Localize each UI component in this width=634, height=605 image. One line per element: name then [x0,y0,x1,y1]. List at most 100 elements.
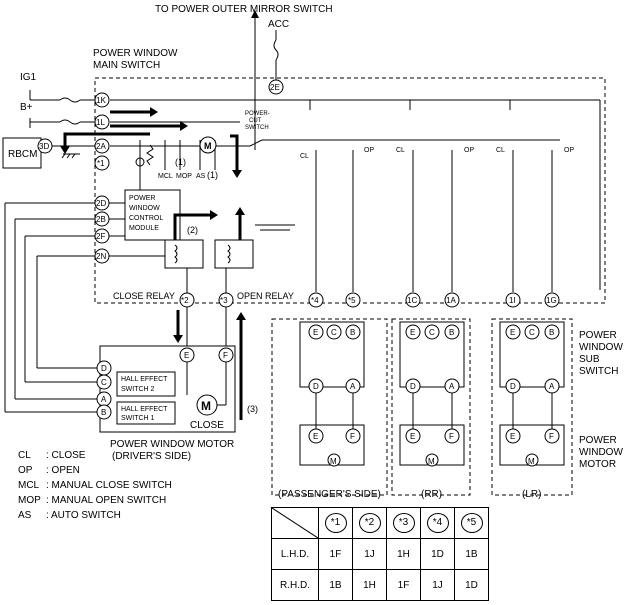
svg-text:OP: OP [464,147,474,154]
svg-text:CL: CL [18,450,31,461]
svg-text:E: E [313,432,318,441]
rr-box [391,318,471,496]
svg-text:CL: CL [496,147,505,154]
svg-text:(PASSENGER'S SIDE): (PASSENGER'S SIDE) [278,489,381,500]
svg-text:CL: CL [396,147,405,154]
rbcm-label: RBCM [8,149,37,160]
svg-text:OP: OP [18,465,33,476]
pin-cell: 1J [420,569,455,601]
pin-header: *3 [392,513,415,533]
svg-text:F: F [549,432,554,441]
resistor [146,144,154,166]
svg-text:B: B [449,328,454,337]
rbcm-box [2,137,42,169]
sub-switch-contacts: CL OP CL OP CL OP [300,147,574,160]
svg-text:B: B [101,408,106,417]
svg-text:2F: 2F [96,232,105,241]
svg-text:: AUTO SWITCH: : AUTO SWITCH [46,510,121,521]
svg-text:1A: 1A [446,296,456,305]
svg-text:*2: *2 [181,296,189,305]
svg-text:*1: *1 [97,159,105,168]
terminal-group-left: 2E 1K 1L 2A 3D *1 2D 2B 2F 2N [37,79,284,264]
svg-text:CLOSE: CLOSE [190,420,224,431]
svg-text:OP: OP [564,147,574,154]
bplus-label: B+ [20,102,33,113]
pin-table: *1 *2 *3 *4 *5 L.H.D. 1F 1J 1H 1D 1B R.H… [271,507,489,601]
main-switch-label-1: POWER WINDOW [93,48,178,59]
svg-text:2B: 2B [96,215,106,224]
svg-text:B: B [350,328,355,337]
lr-sub-switch: E C B D A E F M [499,321,565,467]
svg-text:SWITCH: SWITCH [245,125,269,131]
svg-text:POWER: POWER [579,435,617,446]
pin-header: *4 [426,513,449,533]
svg-text:C: C [529,328,535,337]
svg-text:A: A [350,382,356,391]
svg-text:OP: OP [364,147,374,154]
svg-text:2D: 2D [96,199,106,208]
svg-text:F: F [350,432,355,441]
svg-text:MCL: MCL [18,480,40,491]
svg-text:D: D [101,364,107,373]
rr-sub-switch: E C B D A E F M [399,321,465,467]
ig1-fuse [59,97,81,103]
pin-cell: 1B [318,569,353,601]
svg-text:E: E [510,432,515,441]
svg-text:2A: 2A [96,142,106,151]
svg-text:SUB: SUB [579,354,600,365]
open-relay-box [214,239,254,269]
svg-text:M: M [428,457,435,466]
svg-text:A: A [101,395,107,404]
svg-text:MOP: MOP [18,495,41,506]
mirror-arrow-icon [251,10,259,18]
abbreviation-legend: CL : CLOSE OP : OPEN MCL : MANUAL CLOSE SWI… [18,450,172,521]
svg-text:F: F [449,432,454,441]
row-label: L.H.D. [271,538,319,570]
svg-text:POWER-: POWER- [245,111,270,117]
svg-text:(LR): (LR) [522,489,541,500]
svg-text:2E: 2E [270,83,280,92]
control-module-box [124,189,181,241]
lr-box [491,318,573,496]
svg-text:E: E [510,328,515,337]
svg-text:HALL EFFECT: HALL EFFECT [121,406,168,413]
pin-cell: 1B [454,538,489,570]
pin-cell: 1J [352,538,387,570]
svg-text:(DRIVER'S SIDE): (DRIVER'S SIDE) [112,451,191,462]
svg-text:E: E [410,432,415,441]
svg-text:WINDOW: WINDOW [129,205,160,212]
ig1-label: IG1 [20,72,37,83]
svg-text:1K: 1K [96,96,106,105]
pin-header: *5 [460,513,483,533]
hall-switch-1 [116,401,176,425]
mirror-switch-label: TO POWER OUTER MIRROR SWITCH [155,4,333,15]
svg-text:3D: 3D [39,142,49,151]
svg-text:(3): (3) [247,404,258,414]
svg-text:POWER: POWER [129,195,155,202]
svg-text:SWITCH: SWITCH [579,366,618,377]
bplus-fuse [59,119,81,125]
svg-text:: OPEN: : OPEN [46,465,80,476]
svg-text:(2): (2) [187,225,198,235]
svg-text:1G: 1G [546,296,557,305]
passenger-box [271,318,388,496]
svg-text:HALL EFFECT: HALL EFFECT [121,376,168,383]
power-cut-switch [249,139,263,147]
svg-text:SWITCH 2: SWITCH 2 [121,386,155,393]
svg-text:(1): (1) [207,170,218,180]
svg-text:: MANUAL OPEN SWITCH: : MANUAL OPEN SWITCH [46,495,166,506]
svg-text:WINDOW: WINDOW [579,342,623,353]
passenger-sub-switch: E C B D A E F M [299,321,365,467]
svg-text:CUT: CUT [249,118,262,124]
pin-header: *1 [324,513,347,533]
svg-text:M: M [330,457,337,466]
svg-text:E: E [184,351,189,360]
svg-text:(1): (1) [175,157,186,167]
svg-text:M: M [204,141,212,151]
svg-text:: MANUAL CLOSE SWITCH: : MANUAL CLOSE SWITCH [46,480,172,491]
svg-text:CONTROL: CONTROL [129,215,163,222]
pin-cell: 1D [454,569,489,601]
svg-text:: CLOSE: : CLOSE [46,450,86,461]
pin-cell: 1F [318,538,353,570]
